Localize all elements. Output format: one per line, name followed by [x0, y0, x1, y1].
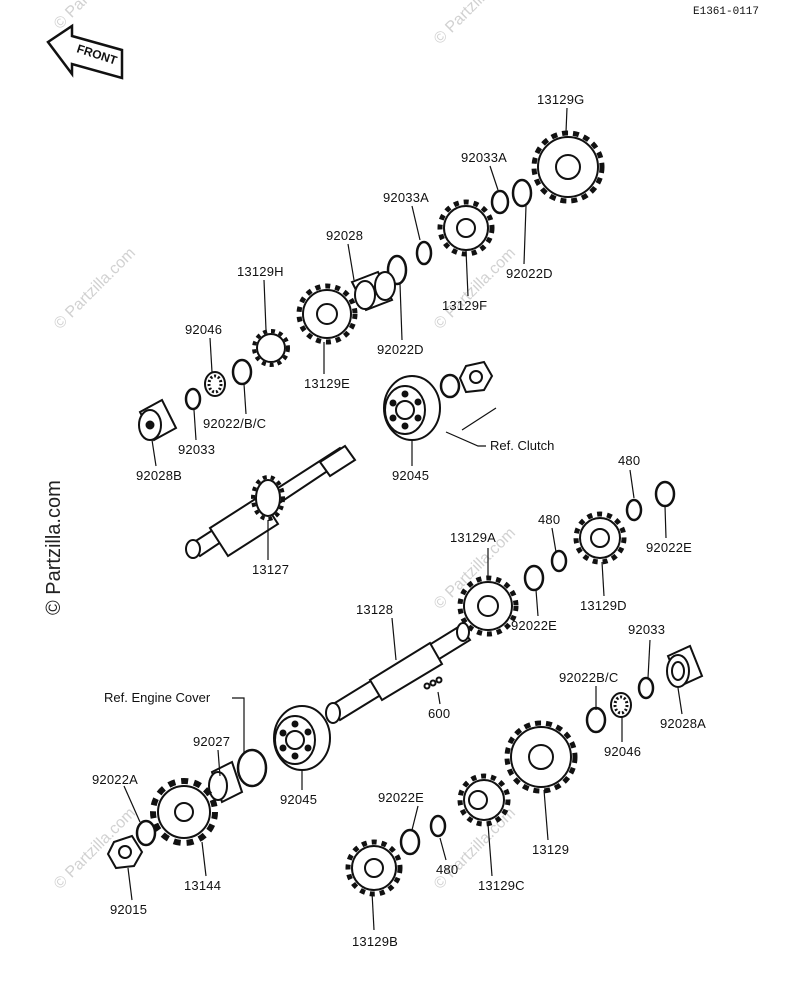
label-13144: 13144 — [184, 878, 221, 893]
label-92046: 92046 — [604, 744, 641, 759]
label-13129B: 13129B — [352, 934, 398, 949]
leader-line — [232, 697, 245, 752]
ref-engine-cover: Ref. Engine Cover — [104, 690, 211, 705]
label-92015: 92015 — [110, 902, 147, 917]
diagram-code: E1361-0117 — [693, 6, 759, 18]
nut-92015 — [106, 834, 144, 870]
collar-92028A — [666, 644, 704, 688]
washer-92022BC — [231, 358, 253, 386]
label-13129F: 13129F — [442, 298, 487, 313]
ball-bearing-92045 — [383, 375, 441, 441]
label-92028: 92028 — [326, 228, 363, 243]
label-92033: 92033 — [178, 442, 215, 457]
label-92045: 92045 — [280, 792, 317, 807]
label-480: 480 — [436, 862, 458, 877]
gear-13129D — [573, 511, 627, 565]
label-13129E: 13129E — [304, 376, 350, 391]
collar-92027 — [208, 760, 244, 804]
needle-bearing-92046 — [204, 371, 226, 397]
gear-13129A — [457, 575, 519, 637]
washer-92022BC — [585, 706, 607, 734]
label-13129C: 13129C — [478, 878, 525, 893]
part-labels: 13129G 92033A 92033A 92028 13129H 92046 … — [92, 92, 706, 949]
label-92033: 92033 — [628, 622, 665, 637]
ref-clutch: Ref. Clutch — [490, 438, 554, 453]
label-92022E: 92022E — [378, 790, 424, 805]
label-92046: 92046 — [185, 322, 222, 337]
gear-13129B — [345, 839, 403, 897]
gear-13129F — [437, 199, 495, 257]
gear-13129C — [457, 773, 511, 827]
circlip-480 — [429, 814, 447, 838]
washer-92022E — [523, 564, 545, 592]
gear-13129H — [252, 329, 290, 367]
washer-92022A — [135, 819, 157, 847]
label-13129D: 13129D — [580, 598, 627, 613]
drive-shaft-13127 — [185, 444, 357, 559]
label-13129H: 13129H — [237, 264, 284, 279]
label-13127: 13127 — [252, 562, 289, 577]
washer — [439, 373, 461, 399]
label-600: 600 — [428, 706, 450, 721]
watermark: © Partzilla.com — [431, 245, 519, 333]
circlip-92033A — [490, 189, 510, 215]
label-13129G: 13129G — [537, 92, 584, 107]
watermark: © Partzilla.com — [51, 245, 139, 333]
label-92022BC: 92022B/C — [559, 670, 618, 685]
ball-bearing-92045 — [273, 705, 331, 771]
nut — [458, 360, 494, 394]
label-480: 480 — [538, 512, 560, 527]
leader-line — [461, 407, 497, 431]
label-92028B: 92028B — [136, 468, 182, 483]
label-92022D: 92022D — [506, 266, 553, 281]
bushing-92028 — [350, 270, 396, 312]
output-shaft-13128 — [325, 622, 472, 724]
label-92033A: 92033A — [383, 190, 429, 205]
circlip-92033A — [415, 240, 433, 266]
label-92028A: 92028A — [660, 716, 706, 731]
gear-13129 — [504, 720, 578, 794]
washer-92022D — [511, 178, 533, 208]
label-13129A: 13129A — [450, 530, 496, 545]
label-92022E: 92022E — [511, 618, 557, 633]
circlip-92033 — [637, 676, 655, 700]
leader-lines — [123, 107, 683, 931]
label-92022D: 92022D — [377, 342, 424, 357]
gear-13129G — [531, 130, 605, 204]
label-92022BC: 92022/B/C — [203, 416, 266, 431]
label-92045: 92045 — [392, 468, 429, 483]
washer-92022E — [399, 828, 421, 856]
watermark: © Partzilla.com — [431, 0, 519, 48]
label-92033A: 92033A — [461, 150, 507, 165]
watermark-main: © Partzilla.com — [43, 480, 65, 615]
washer-92022D — [386, 254, 408, 286]
front-arrow-icon: FRONT — [46, 23, 124, 80]
label-13129: 13129 — [532, 842, 569, 857]
circlip-480 — [550, 549, 568, 573]
label-92022E: 92022E — [646, 540, 692, 555]
label-480: 480 — [618, 453, 640, 468]
label-13128: 13128 — [356, 602, 393, 617]
gear-on-shaft — [251, 475, 285, 521]
leader-line — [445, 431, 486, 447]
washer-92022E — [654, 480, 676, 508]
label-92027: 92027 — [193, 734, 230, 749]
gear-13129E — [296, 283, 358, 345]
sprocket-13144 — [150, 778, 218, 846]
circlip-480 — [625, 498, 643, 522]
circlip-92033 — [184, 387, 202, 411]
collar-92028B — [138, 398, 178, 442]
oil-seal — [236, 748, 268, 788]
balls-600 — [423, 676, 443, 690]
needle-bearing-92046 — [610, 692, 632, 718]
label-92022A: 92022A — [92, 772, 138, 787]
watermark: © Partzilla.com — [51, 0, 139, 33]
